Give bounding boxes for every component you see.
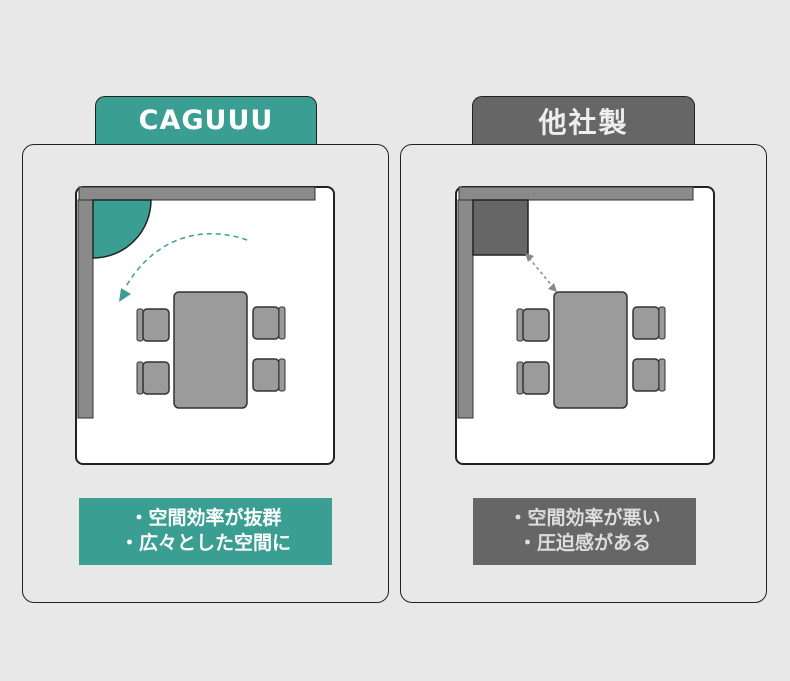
chair-icon bbox=[632, 358, 666, 392]
door-block bbox=[472, 199, 529, 256]
swing-arrow-icon bbox=[124, 233, 248, 289]
caguuu-benefits-label: ・空間効率が抜群 ・広々とした空間に bbox=[79, 498, 332, 565]
benefit-point: ・空間効率が抜群 bbox=[129, 507, 282, 529]
competitor-tab: 他社製 bbox=[472, 96, 695, 144]
door-swing-shape bbox=[92, 199, 152, 259]
table bbox=[553, 291, 628, 409]
benefit-point: ・広々とした空間に bbox=[119, 532, 291, 554]
drawback-point: ・空間効率が悪い bbox=[508, 507, 661, 529]
competitor-floor-plan bbox=[455, 186, 715, 465]
top-wall bbox=[458, 186, 694, 201]
drawback-point: ・圧迫感がある bbox=[517, 532, 651, 554]
arrow-head-icon bbox=[119, 288, 131, 302]
competitor-drawbacks-label: ・空間効率が悪い ・圧迫感がある bbox=[473, 498, 696, 565]
clearance-arrow-icon bbox=[528, 257, 554, 288]
competitor-layout-diagram bbox=[457, 186, 694, 419]
top-wall bbox=[78, 186, 316, 201]
chair-icon bbox=[516, 361, 550, 395]
caguuu-card: ・空間効率が抜群 ・広々とした空間に bbox=[22, 144, 389, 603]
left-wall bbox=[457, 199, 474, 419]
table bbox=[173, 291, 248, 409]
left-wall bbox=[77, 199, 94, 419]
chair-icon bbox=[632, 306, 666, 340]
chair-icon bbox=[136, 308, 170, 342]
chair-icon bbox=[516, 308, 550, 342]
caguuu-layout-diagram bbox=[77, 186, 316, 419]
chair-icon bbox=[136, 361, 170, 395]
competitor-card: ・空間効率が悪い ・圧迫感がある bbox=[400, 144, 767, 603]
caguuu-floor-plan bbox=[75, 186, 335, 465]
chair-icon bbox=[252, 306, 286, 340]
caguuu-tab: CAGUUU bbox=[95, 96, 317, 144]
chair-icon bbox=[252, 358, 286, 392]
